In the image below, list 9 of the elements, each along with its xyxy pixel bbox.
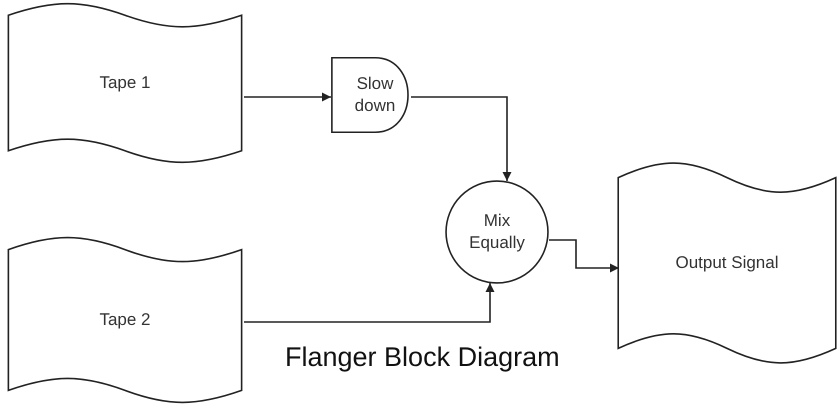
arrow bbox=[411, 96, 512, 181]
arrow bbox=[244, 283, 494, 323]
node-label: Mix Equally bbox=[468, 210, 526, 254]
diagram-caption: Flanger Block Diagram bbox=[285, 342, 560, 373]
node-label: Tape 1 bbox=[99, 72, 151, 94]
arrow bbox=[549, 239, 619, 272]
node-label: Slow down bbox=[354, 72, 396, 117]
node-label: Tape 2 bbox=[99, 308, 151, 331]
arrow bbox=[244, 92, 331, 102]
